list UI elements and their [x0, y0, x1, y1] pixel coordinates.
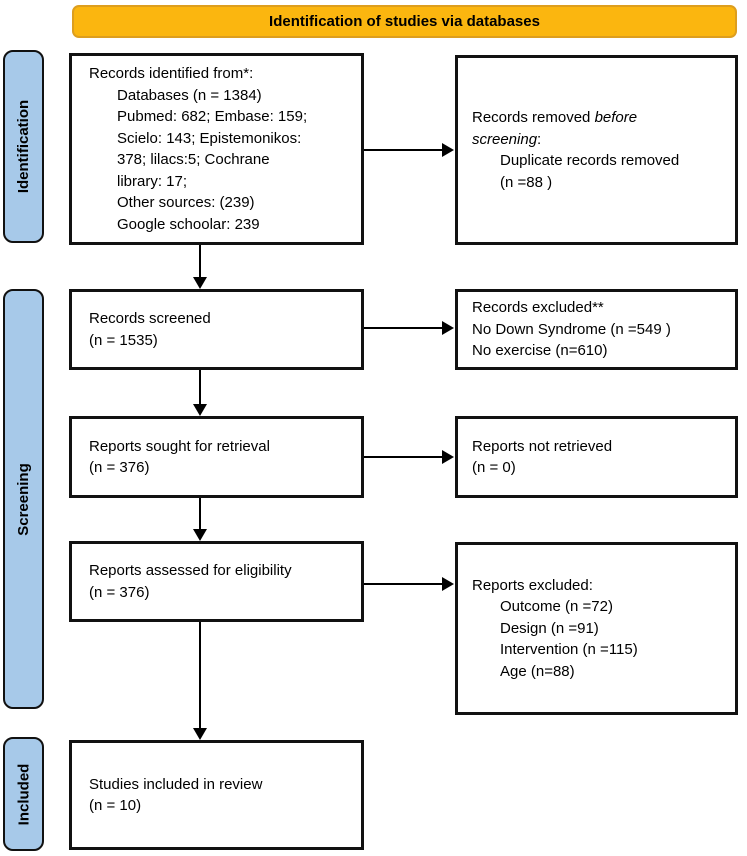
- records-excluded-box: Records excluded** No Down Syndrome (n =…: [455, 289, 738, 370]
- records-removed-title-pre: Records removed: [472, 109, 595, 126]
- reports-excluded-box: Reports excluded: Outcome (n =72) Design…: [455, 542, 738, 715]
- reports-not-retrieved-box: Reports not retrieved (n = 0): [455, 416, 738, 498]
- arrow-right-identified-to-removed: [364, 142, 454, 157]
- records-excluded-line: No exercise (n=610): [472, 342, 608, 360]
- reports-excluded-line: Outcome (n =72): [500, 598, 613, 616]
- records-identified-box: Records identified from*: Databases (n =…: [69, 53, 364, 245]
- stage-label-identification-text: Identification: [15, 99, 32, 194]
- records-removed-count: (n =88 ): [500, 173, 553, 191]
- records-excluded-title: Records excluded**: [472, 299, 604, 317]
- header-banner: Identification of studies via databases: [72, 5, 737, 38]
- records-identified-line: Pubmed: 682; Embase: 159;: [117, 108, 308, 125]
- studies-included-box: Studies included in review (n = 10): [69, 740, 364, 850]
- arrow-right-sought-to-not-retrieved: [364, 449, 454, 464]
- stage-label-identification: Identification: [3, 50, 44, 243]
- records-screened-box: Records screened (n = 1535): [69, 289, 364, 370]
- records-identified-line: Scielo: 143; Epistemonikos:: [117, 129, 302, 147]
- stage-label-screening-text: Screening: [15, 462, 32, 536]
- arrow-down-sought-to-assessed: [193, 498, 207, 541]
- stage-label-included-text: Included: [15, 763, 33, 825]
- reports-excluded-title: Reports excluded:: [472, 576, 593, 594]
- records-identified-line: Google schoolar: 239: [117, 215, 260, 233]
- records-identified-line: 378; lilacs:5; Cochrane: [117, 151, 270, 168]
- records-removed-title-post: :: [537, 130, 542, 148]
- records-identified-line: library: 17;: [117, 172, 188, 190]
- records-identified-line: Databases (n = 1384): [117, 86, 262, 104]
- studies-included-count: (n = 10): [89, 797, 142, 814]
- reports-sought-line: Reports sought for retrieval: [89, 437, 270, 455]
- records-screened-line: Records screened: [89, 310, 211, 327]
- reports-sought-count: (n = 376): [89, 459, 150, 476]
- arrow-right-assessed-to-excluded: [364, 576, 454, 591]
- studies-included-line: Studies included in review: [89, 775, 263, 793]
- reports-assessed-count: (n = 376): [89, 583, 150, 601]
- reports-assessed-line: Reports assessed for eligibility: [89, 562, 292, 579]
- reports-sought-box: Reports sought for retrieval (n = 376): [69, 416, 364, 498]
- stage-label-included: Included: [3, 737, 44, 851]
- records-excluded-line: No Down Syndrome (n =549 ): [472, 320, 671, 338]
- reports-excluded-line: Intervention (n =115): [500, 641, 638, 659]
- stage-label-screening: Screening: [3, 289, 44, 709]
- records-identified-title: Records identified from*:: [89, 65, 254, 82]
- reports-not-retrieved-count: (n = 0): [472, 459, 516, 476]
- arrow-down-identified-to-screened: [193, 245, 207, 289]
- arrow-down-assessed-to-included: [193, 622, 207, 740]
- records-removed-title-line1: Records removed before: [472, 107, 731, 129]
- records-removed-title-line2: screening:: [472, 129, 731, 151]
- records-screened-count: (n = 1535): [89, 331, 158, 349]
- records-identified-line: Other sources: (239): [117, 194, 255, 211]
- arrow-down-screened-to-sought: [193, 370, 207, 416]
- arrow-right-screened-to-excluded: [364, 320, 454, 335]
- reports-assessed-box: Reports assessed for eligibility (n = 37…: [69, 541, 364, 622]
- header-title: Identification of studies via databases: [269, 13, 540, 30]
- records-removed-line: Duplicate records removed: [500, 152, 680, 169]
- records-removed-title-italic2: screening: [472, 130, 538, 148]
- reports-excluded-line: Age (n=88): [500, 662, 575, 680]
- records-removed-box: Records removed before screening: Duplic…: [455, 55, 738, 245]
- reports-not-retrieved-line: Reports not retrieved: [472, 437, 613, 455]
- records-removed-title-italic1: before: [594, 109, 638, 126]
- reports-excluded-line: Design (n =91): [500, 619, 599, 637]
